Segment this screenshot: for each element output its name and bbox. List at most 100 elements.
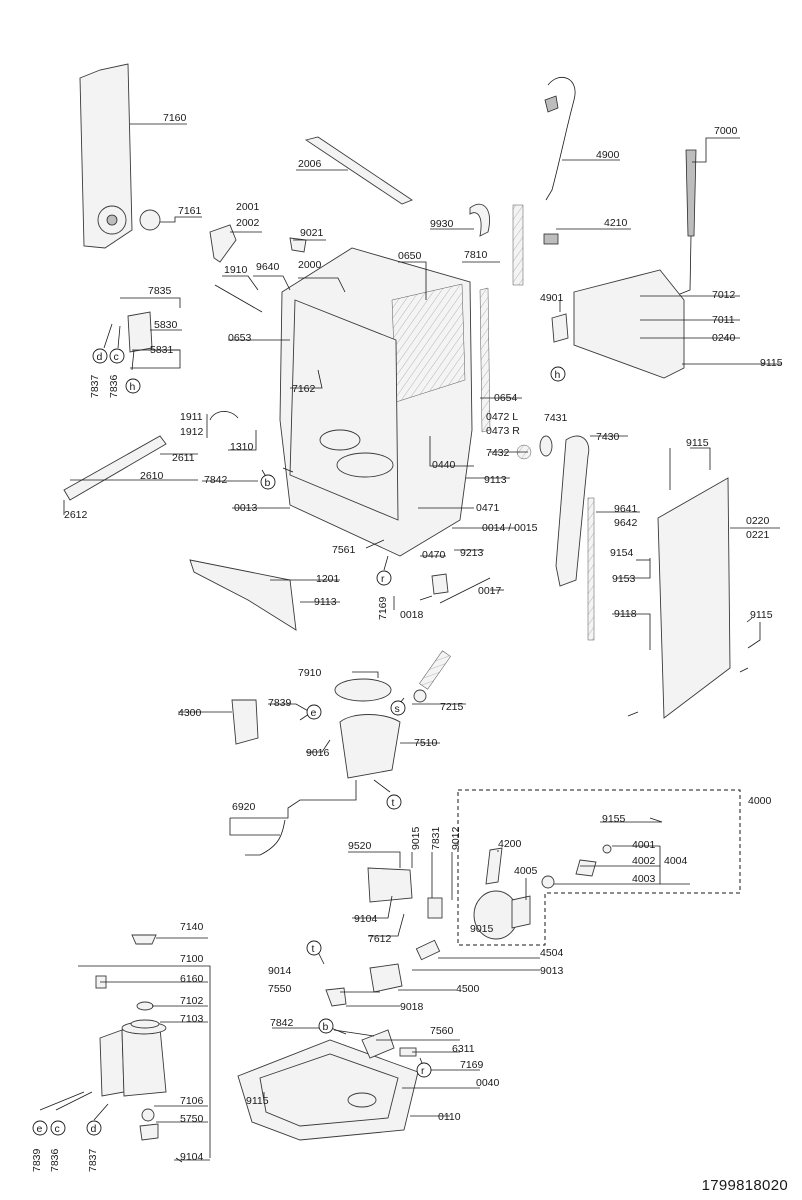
part-1910-rod [214, 284, 263, 313]
label-7106: 7106 [180, 1095, 204, 1107]
label-0220: 0220 [746, 515, 770, 527]
part-4901-clip [551, 313, 569, 343]
part-7831-sleeve [427, 897, 443, 919]
part-4504-tube [415, 939, 441, 961]
label-9113-a: 9113 [484, 474, 507, 486]
label-2006: 2006 [298, 158, 322, 170]
label-9021: 9021 [300, 227, 324, 239]
label-7836-a: 7836 [108, 374, 120, 398]
callout-r-1: r [381, 573, 385, 585]
label-9118: 9118 [614, 608, 637, 620]
label-0013: 0013 [234, 502, 258, 514]
label-7612: 7612 [368, 933, 392, 945]
label-7810: 7810 [464, 249, 488, 261]
label-7430: 7430 [596, 431, 620, 443]
label-7169-b: 7169 [460, 1059, 484, 1071]
callout-e-2: e [37, 1123, 43, 1135]
part-7102-ring [136, 1001, 154, 1011]
label-7431: 7431 [544, 412, 568, 424]
label-7432: 7432 [486, 447, 510, 459]
label-9115-d: 9115 [246, 1095, 269, 1107]
label-9115-b: 9115 [686, 437, 709, 449]
label-4200: 4200 [498, 838, 522, 850]
label-0653: 0653 [228, 332, 252, 344]
part-labels: 7160 7161 2001 2002 2006 4900 7000 9930 … [31, 112, 783, 1172]
part-4210-connector [543, 233, 559, 245]
part-2006-strip [304, 136, 413, 205]
label-7910: 7910 [298, 667, 322, 679]
label-7162: 7162 [292, 383, 316, 395]
label-9014: 9014 [268, 965, 292, 977]
label-9115-a: 9115 [760, 357, 783, 369]
label-9115-c: 9115 [750, 609, 773, 621]
label-9016: 9016 [306, 747, 330, 759]
callout-circle-d-1 [92, 348, 108, 364]
label-1911: 1911 [180, 411, 203, 423]
label-7012: 7012 [712, 289, 736, 301]
label-7836-b: 7836 [49, 1148, 61, 1172]
label-7140: 7140 [180, 921, 204, 933]
label-7160: 7160 [163, 112, 187, 124]
label-4300: 4300 [178, 707, 202, 719]
label-7102: 7102 [180, 995, 204, 1007]
part-drawings [63, 63, 753, 1163]
label-4210: 4210 [604, 217, 628, 229]
label-9015-a: 9015 [410, 826, 422, 850]
part-4300-pump [231, 699, 259, 745]
part-9930-clip [469, 203, 490, 237]
label-0017: 0017 [478, 585, 502, 597]
callout-circle-b-1 [260, 474, 276, 490]
label-7837-a: 7837 [89, 374, 101, 398]
label-9642: 9642 [614, 517, 638, 529]
label-9213: 9213 [460, 547, 484, 559]
part-7103-ring [130, 1019, 160, 1029]
part-0240-frame [573, 269, 685, 379]
label-0221: 0221 [746, 529, 770, 541]
label-7161: 7161 [178, 205, 202, 217]
label-0240: 0240 [712, 332, 736, 344]
label-7839-a: 7839 [268, 697, 292, 709]
label-9520: 9520 [348, 840, 372, 852]
part-7100-softener [99, 1029, 125, 1097]
label-4004: 4004 [664, 855, 688, 867]
document-number: 1799818020 [701, 1177, 788, 1194]
label-9641: 9641 [614, 503, 638, 515]
reference-callouts: d c h h b r e s t t b r e c d [32, 348, 566, 1136]
label-2001: 2001 [236, 201, 260, 213]
label-4901: 4901 [540, 292, 564, 304]
motor-group-box [457, 789, 741, 946]
label-5830: 5830 [154, 319, 178, 331]
label-6160: 6160 [180, 973, 204, 985]
label-7103: 7103 [180, 1013, 204, 1025]
label-0472L: 0472 L [486, 411, 518, 423]
callout-circle-b-2 [318, 1018, 334, 1034]
callout-circle-s-1 [390, 700, 406, 716]
callout-circle-c-2 [50, 1120, 66, 1136]
label-1910: 1910 [224, 264, 248, 276]
callout-d-2: d [91, 1123, 97, 1135]
label-5750: 5750 [180, 1113, 204, 1125]
label-4900: 4900 [596, 149, 620, 161]
part-7000-hose [685, 149, 697, 237]
label-9154: 9154 [610, 547, 634, 559]
label-7000: 7000 [714, 125, 738, 137]
part-7810-hose [512, 204, 524, 286]
label-1912: 1912 [180, 426, 204, 438]
part-5750-part [139, 1123, 159, 1141]
label-7550: 7550 [268, 983, 292, 995]
part-4900-cable [545, 76, 576, 201]
label-0654: 0654 [494, 392, 518, 404]
label-6920: 6920 [232, 801, 256, 813]
part-7106-ring [141, 1108, 155, 1122]
label-9113-b: 9113 [314, 596, 337, 608]
callout-t-1: t [392, 797, 395, 809]
part-1911-hook [209, 411, 239, 421]
callout-b-2: b [323, 1021, 329, 1033]
label-2000: 2000 [298, 259, 322, 271]
label-0473R: 0473 R [486, 425, 520, 437]
callout-circle-r-2 [416, 1062, 432, 1078]
callout-circle-t-1 [386, 794, 402, 810]
label-9640: 9640 [256, 261, 280, 273]
label-7561: 7561 [332, 544, 356, 556]
